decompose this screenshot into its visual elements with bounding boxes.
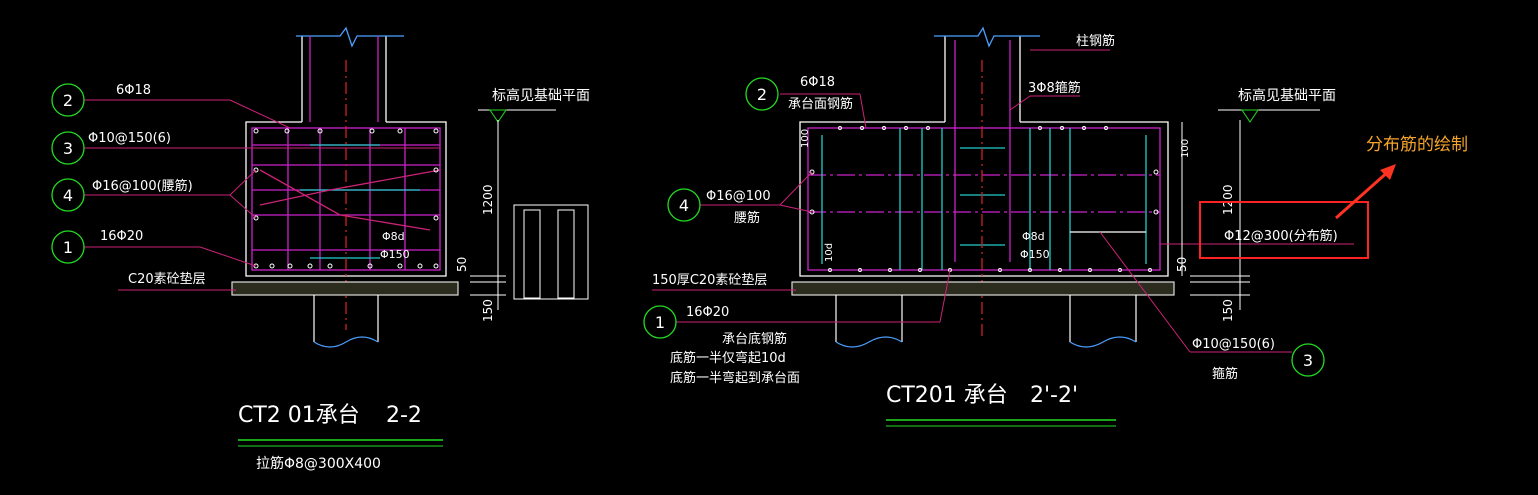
annotation-text: 分布筋的绘制	[1366, 135, 1468, 155]
left-section: 2-2	[386, 403, 422, 428]
right-detail: 2 4 1 3 柱钢筋 6Φ18 承台面钢筋 3Φ8箍筋 标高见基础平面 Φ16…	[643, 26, 1396, 427]
left-dimensions	[470, 109, 589, 310]
right-column	[934, 26, 1040, 262]
bubble-1-left: 1	[63, 238, 73, 257]
right-dim-1200: 1200	[1221, 184, 1235, 215]
right-label-bottom3: 底筋一半弯起到承台面	[670, 370, 800, 386]
highlight-box	[1199, 201, 1369, 259]
left-label-stir-b: Φ150	[380, 248, 410, 261]
right-label-stirrup: 3Φ8箍筋	[1028, 80, 1081, 96]
left-note: 拉筋Φ8@300X400	[256, 455, 381, 472]
left-pad-pile	[231, 281, 459, 348]
left-label-bar2: 6Φ18	[116, 83, 151, 98]
left-label-elev: 标高见基础平面	[492, 87, 590, 104]
right-label-dist: Φ12@300(分布筋)	[1224, 228, 1338, 244]
right-label-bottom1: 承台底钢筋	[722, 331, 787, 347]
left-cap	[245, 60, 447, 330]
right-dimensions	[1181, 109, 1320, 310]
right-dim-150: 150	[1221, 299, 1235, 322]
right-label-column: 柱钢筋	[1076, 33, 1115, 49]
left-bubbles	[51, 83, 85, 264]
right-label-bottom2: 底筋一半仅弯起10d	[670, 350, 786, 366]
left-label-stir-a: Φ8d	[382, 230, 405, 243]
right-dim-100b: 100	[1180, 139, 1191, 158]
right-bubbles	[643, 77, 1325, 377]
right-label-bar4: Φ16@100	[706, 189, 771, 204]
right-section: 2'-2'	[1030, 383, 1078, 408]
left-label-bar1: 16Φ20	[100, 229, 143, 244]
bubble-2-left: 2	[63, 91, 73, 110]
right-dim-10d: 10d	[824, 243, 835, 262]
right-label-stir-a: Φ8d	[1022, 230, 1045, 243]
right-leaders	[652, 49, 1354, 353]
right-label-pad: 150厚C20素砼垫层	[652, 272, 767, 288]
left-label-pad: C20素砼垫层	[128, 271, 206, 287]
right-label-stir-b: Φ150	[1020, 248, 1050, 261]
right-label-bar2-sub: 承台面钢筋	[788, 96, 853, 112]
right-rebar-dots	[809, 126, 1159, 272]
bubble-1-right: 1	[655, 313, 665, 332]
left-column	[296, 26, 404, 122]
left-label-bar3: Φ10@150(6)	[88, 131, 171, 146]
right-pad-piles	[791, 281, 1175, 348]
left-detail: 2 3 4 1 6Φ18 Φ10@150(6) Φ16@100(腰筋) 16Φ2…	[51, 26, 590, 472]
left-dim-1200: 1200	[481, 184, 495, 215]
bubble-3-right: 3	[1303, 351, 1313, 370]
right-dim-100a: 100	[800, 129, 811, 148]
right-title: CT201 承台	[886, 383, 1008, 408]
right-label-elev: 标高见基础平面	[1238, 87, 1336, 104]
left-dim-50: 50	[455, 257, 469, 272]
left-title: CT2 01承台	[238, 403, 360, 428]
right-label-bar2: 6Φ18	[800, 75, 835, 90]
left-dim-150: 150	[481, 299, 495, 322]
left-rebar-dots	[253, 128, 439, 269]
left-leaders	[84, 99, 440, 291]
right-label-bar3-sub: 箍筋	[1212, 366, 1238, 382]
right-dim-50: 50	[1175, 257, 1189, 272]
left-label-bar4: Φ16@100(腰筋)	[92, 178, 193, 194]
bubble-2-right: 2	[757, 85, 767, 104]
bubble-4-right: 4	[679, 196, 689, 215]
annotation-arrowhead	[1380, 164, 1396, 180]
right-cap	[799, 60, 1169, 340]
right-label-bar3: Φ10@150(6)	[1192, 337, 1275, 352]
bubble-4-left: 4	[63, 186, 73, 205]
right-label-bar4-sub: 腰筋	[734, 210, 760, 226]
annotation-arrow	[1335, 168, 1391, 220]
bubble-3-left: 3	[63, 139, 73, 158]
right-label-bar1: 16Φ20	[686, 305, 729, 320]
